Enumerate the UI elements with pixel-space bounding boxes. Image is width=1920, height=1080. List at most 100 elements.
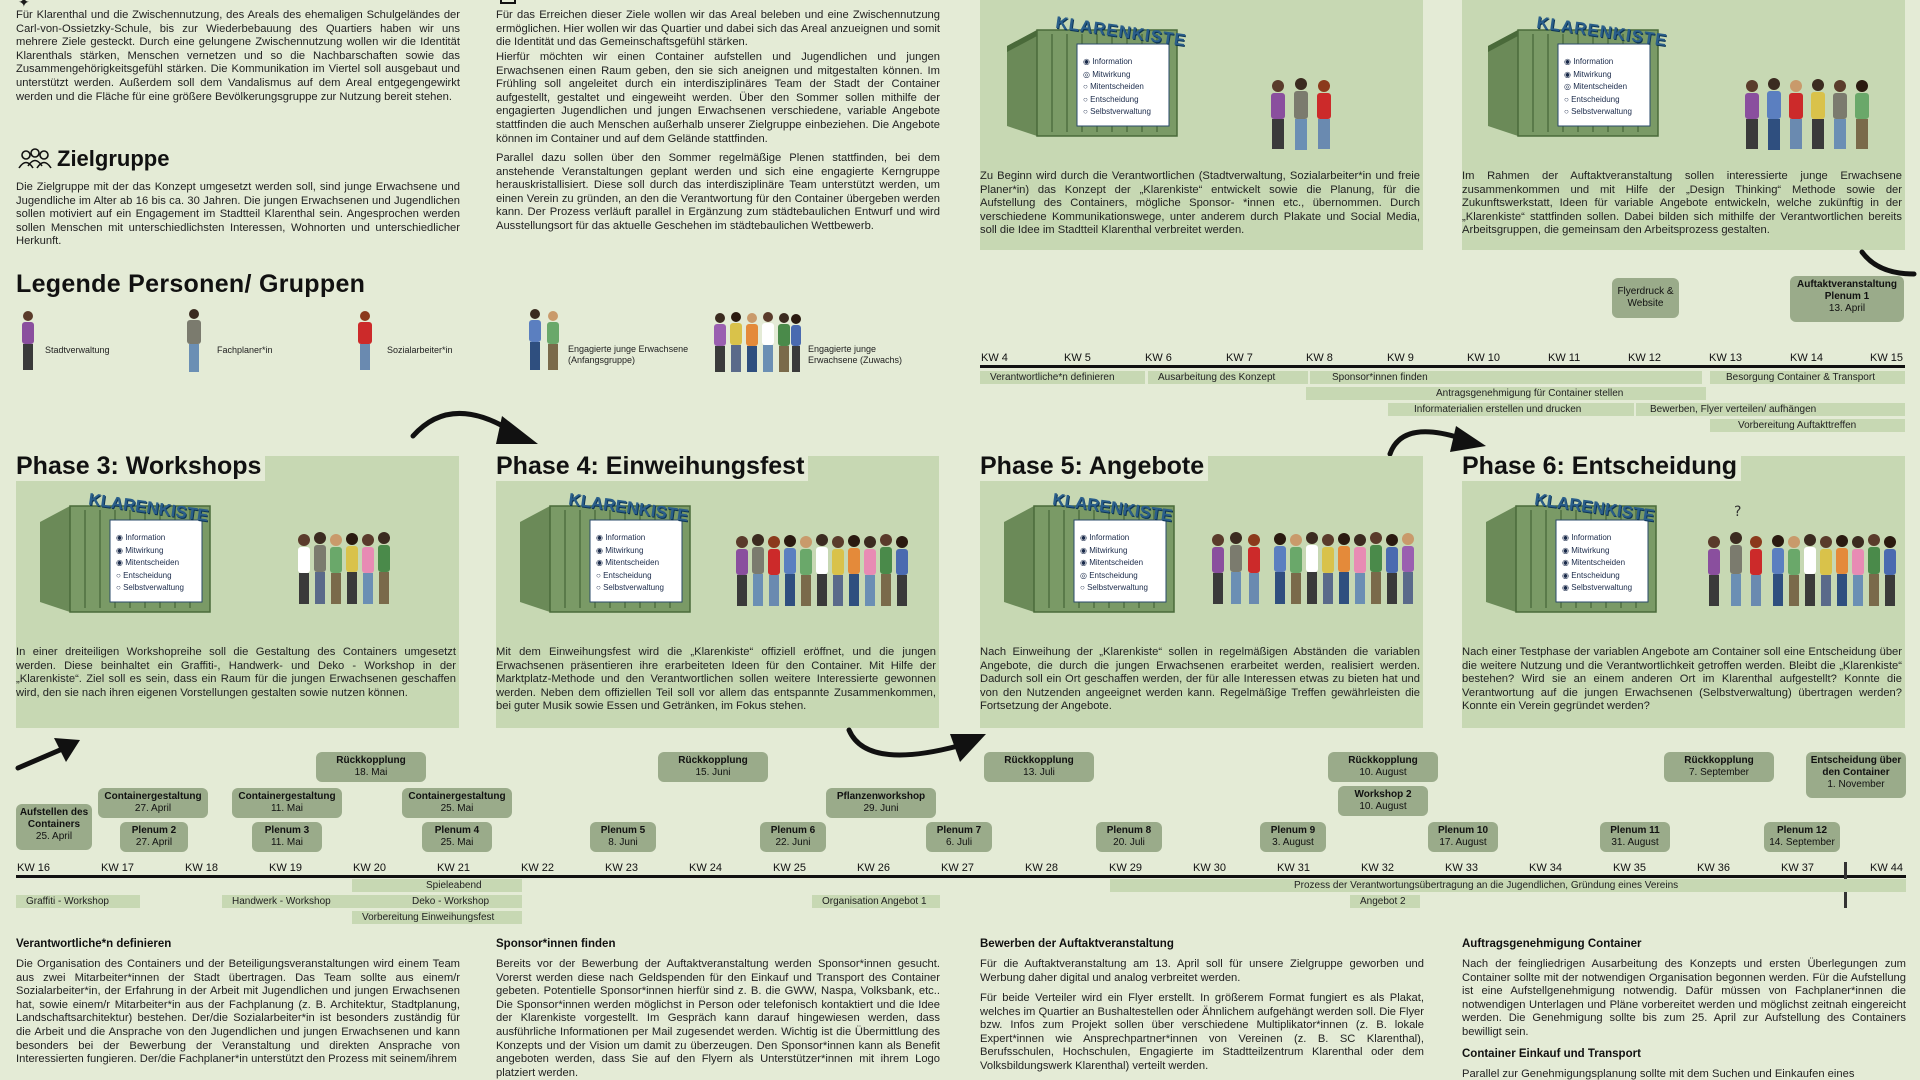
container-item: ◉ Entscheidung (1562, 570, 1620, 580)
kw-label: KW 23 (605, 862, 639, 874)
container-list-p6: ◉ Information ◉ Mitwirkung ◉ Mitentschei… (1562, 532, 1632, 595)
phase6-title: Phase 6: Entscheidung (1462, 452, 1742, 481)
heading-icon-top: ✦ (18, 0, 30, 10)
legend-title: Legende Personen/ Gruppen (16, 270, 366, 298)
milestone-flyerdruck: Flyerdruck & Website (1612, 278, 1679, 318)
container-item: ○ Selbstverwaltung (596, 583, 664, 592)
container-list-p3: ◉ Information ◉ Mitwirkung ◉ Mitentschei… (116, 532, 184, 595)
container-item: ◉ Mitwirkung (596, 545, 644, 555)
task-bar: Vorbereitung Auftakttreffen (1710, 419, 1905, 432)
legend-label-5: Engagierte junge Erwachsene (Zuwachs) (808, 344, 903, 365)
bottom-c1-text: Die Organisation des Containers und der … (16, 958, 460, 1066)
phase3-title: Phase 3: Workshops (16, 452, 266, 481)
legend-figure-zuwachs (714, 312, 801, 372)
container-item: ◉ Mitwirkung (1562, 545, 1610, 555)
phase6-text: Nach einer Testphase der variablen Angeb… (1462, 646, 1902, 713)
legend-figure-sozialarbeiter (358, 311, 372, 370)
task-bar: Antragsgenehmigung für Container stellen (1306, 387, 1706, 400)
container-item: ○ Entscheidung (1083, 94, 1139, 104)
task-bar: Informaterialien erstellen und drucken (1388, 403, 1634, 416)
kw-label: KW 16 (17, 862, 51, 874)
task-bar: Vorbereitung Einweihungsfest (352, 911, 522, 924)
container-graphic-p4 (520, 505, 691, 613)
phase4-title: Phase 4: Einweihungsfest (496, 452, 809, 481)
kw-label: KW 25 (773, 862, 807, 874)
legend-label-4: Engagierte junge Erwachsene (Anfangsgrup… (568, 344, 689, 365)
container-item: ○ Selbstverwaltung (116, 583, 184, 592)
konzept-text-2: Hierfür möchten wir einen Container aufs… (496, 51, 940, 145)
kw-label: KW 35 (1613, 862, 1647, 874)
zielgruppe-text: Die Zielgruppe mit der das Konzept umges… (16, 181, 460, 248)
container-item: ◉ Mitentscheiden (1080, 558, 1144, 567)
container-item: ◉ Information (1564, 57, 1614, 66)
kw-label: KW 12 (1628, 352, 1662, 364)
kw-label: KW 7 (1226, 352, 1253, 364)
kw-label: KW 32 (1361, 862, 1395, 874)
container-graphic-p5 (1004, 505, 1175, 613)
kw-label: KW 33 (1445, 862, 1479, 874)
kw-label: KW 36 (1697, 862, 1731, 874)
phase5-text: Nach Einweihung der „Klarenkiste“ sollen… (980, 646, 1420, 713)
task-bar: Sponsor*innen finden (1310, 371, 1702, 384)
container-item: ◎ Mitwirkung (1083, 69, 1131, 79)
kw-label: KW 6 (1145, 352, 1172, 364)
bottom-c4-title: Auftragsgenehmigung Container (1462, 938, 1642, 950)
container-item: ◉ Information (596, 533, 646, 542)
legend-figure-stadtverwaltung (22, 311, 34, 370)
container-graphic-p2 (1478, 16, 1668, 151)
container-item: ○ Selbstverwaltung (1564, 107, 1632, 116)
legend-label-2: Fachplaner*in (217, 345, 273, 355)
konzept-text-3: Parallel dazu sollen über den Sommer reg… (496, 152, 940, 232)
container-item: ○ Entscheidung (116, 570, 172, 580)
legend-label-1: Stadtverwaltung (45, 345, 110, 355)
container-item: ○ Mitentscheiden (1083, 82, 1144, 91)
container-list-p2: ◉ Information ◉ Mitwirkung ◎ Mitentschei… (1564, 56, 1632, 119)
kw-label: KW 18 (185, 862, 219, 874)
container-graphic-p3 (40, 505, 211, 613)
bottom-c3-text-2: Für beide Verteiler wird ein Flyer erste… (980, 992, 1424, 1072)
straight-arrow-icon (15, 738, 80, 771)
phase2-text: Im Rahmen der Auftaktveranstaltung solle… (1462, 170, 1902, 237)
task-bar: Ausarbeitung des Konzept (1148, 371, 1308, 384)
kw-label: KW 10 (1467, 352, 1501, 364)
kw-label: KW 37 (1781, 862, 1815, 874)
container-item: ◉ Information (1080, 533, 1130, 542)
konzept-icon (500, 0, 516, 4)
task-bar: Organisation Angebot 1 (812, 895, 940, 908)
kw-label: KW 26 (857, 862, 891, 874)
pill-title: Flyerdruck & Website (1617, 286, 1674, 309)
milestone-auftakt: Auftaktveranstaltung Plenum 1 13. April (1790, 276, 1904, 322)
zielgruppe-title: Zielgruppe (57, 146, 170, 171)
phase1-text: Zu Beginn wird durch die Verantwortliche… (980, 170, 1420, 237)
bottom-c4-text-2: Parallel zur Genehmigungsplanung sollte … (1462, 1068, 1855, 1080)
container-item: ○ Entscheidung (596, 570, 652, 580)
container-item: ◉ Mitentscheiden (1562, 558, 1626, 567)
kw-label: KW 22 (521, 862, 555, 874)
container-item: ◉ Mitentscheiden (116, 558, 180, 567)
kw-label: KW 17 (101, 862, 135, 874)
task-bar: Deko - Workshop (352, 895, 522, 908)
bottom-c1-title: Verantwortliche*n definieren (16, 938, 172, 950)
people-group-p5 (1212, 532, 1414, 604)
people-group-p3 (298, 532, 390, 604)
kw-label: KW 21 (437, 862, 471, 874)
curved-arrow-icon (1859, 249, 1917, 277)
container-item: ◉ Mitwirkung (116, 545, 164, 555)
kw-label: KW 11 (1548, 352, 1581, 364)
task-bar: Handwerk - Workshop (222, 895, 352, 908)
legend-figure-anfangsgruppe (529, 309, 559, 370)
people-group-p1 (1271, 78, 1331, 150)
bottom-c3-text-1: Für die Auftaktveranstaltung am 13. Apri… (980, 958, 1424, 984)
